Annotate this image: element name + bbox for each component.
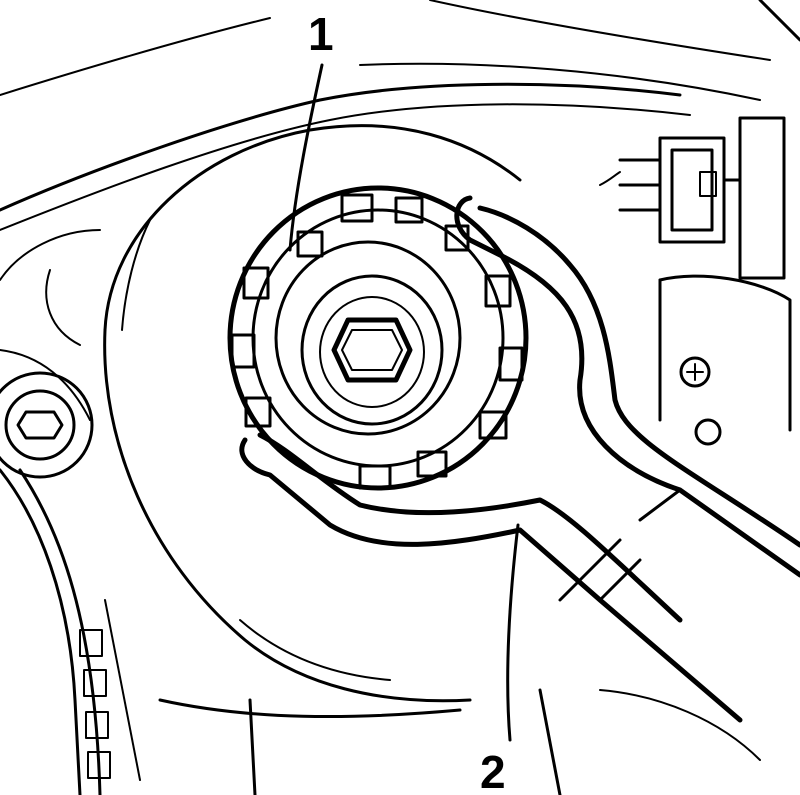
ring-tabs [230,193,524,490]
lower-housing [158,688,761,795]
clip-strip [79,599,141,781]
callout-1: 1 [308,8,334,60]
callout-2: 2 [480,746,506,795]
side-bolt [0,349,102,795]
spanner-wrench [239,195,800,723]
electrical-connector [599,116,792,446]
leader-line-1 [288,63,324,252]
housing-outline [0,0,800,346]
bulb-holder [227,185,529,491]
reflector-disc [103,124,522,703]
leader-line-2 [506,523,520,742]
